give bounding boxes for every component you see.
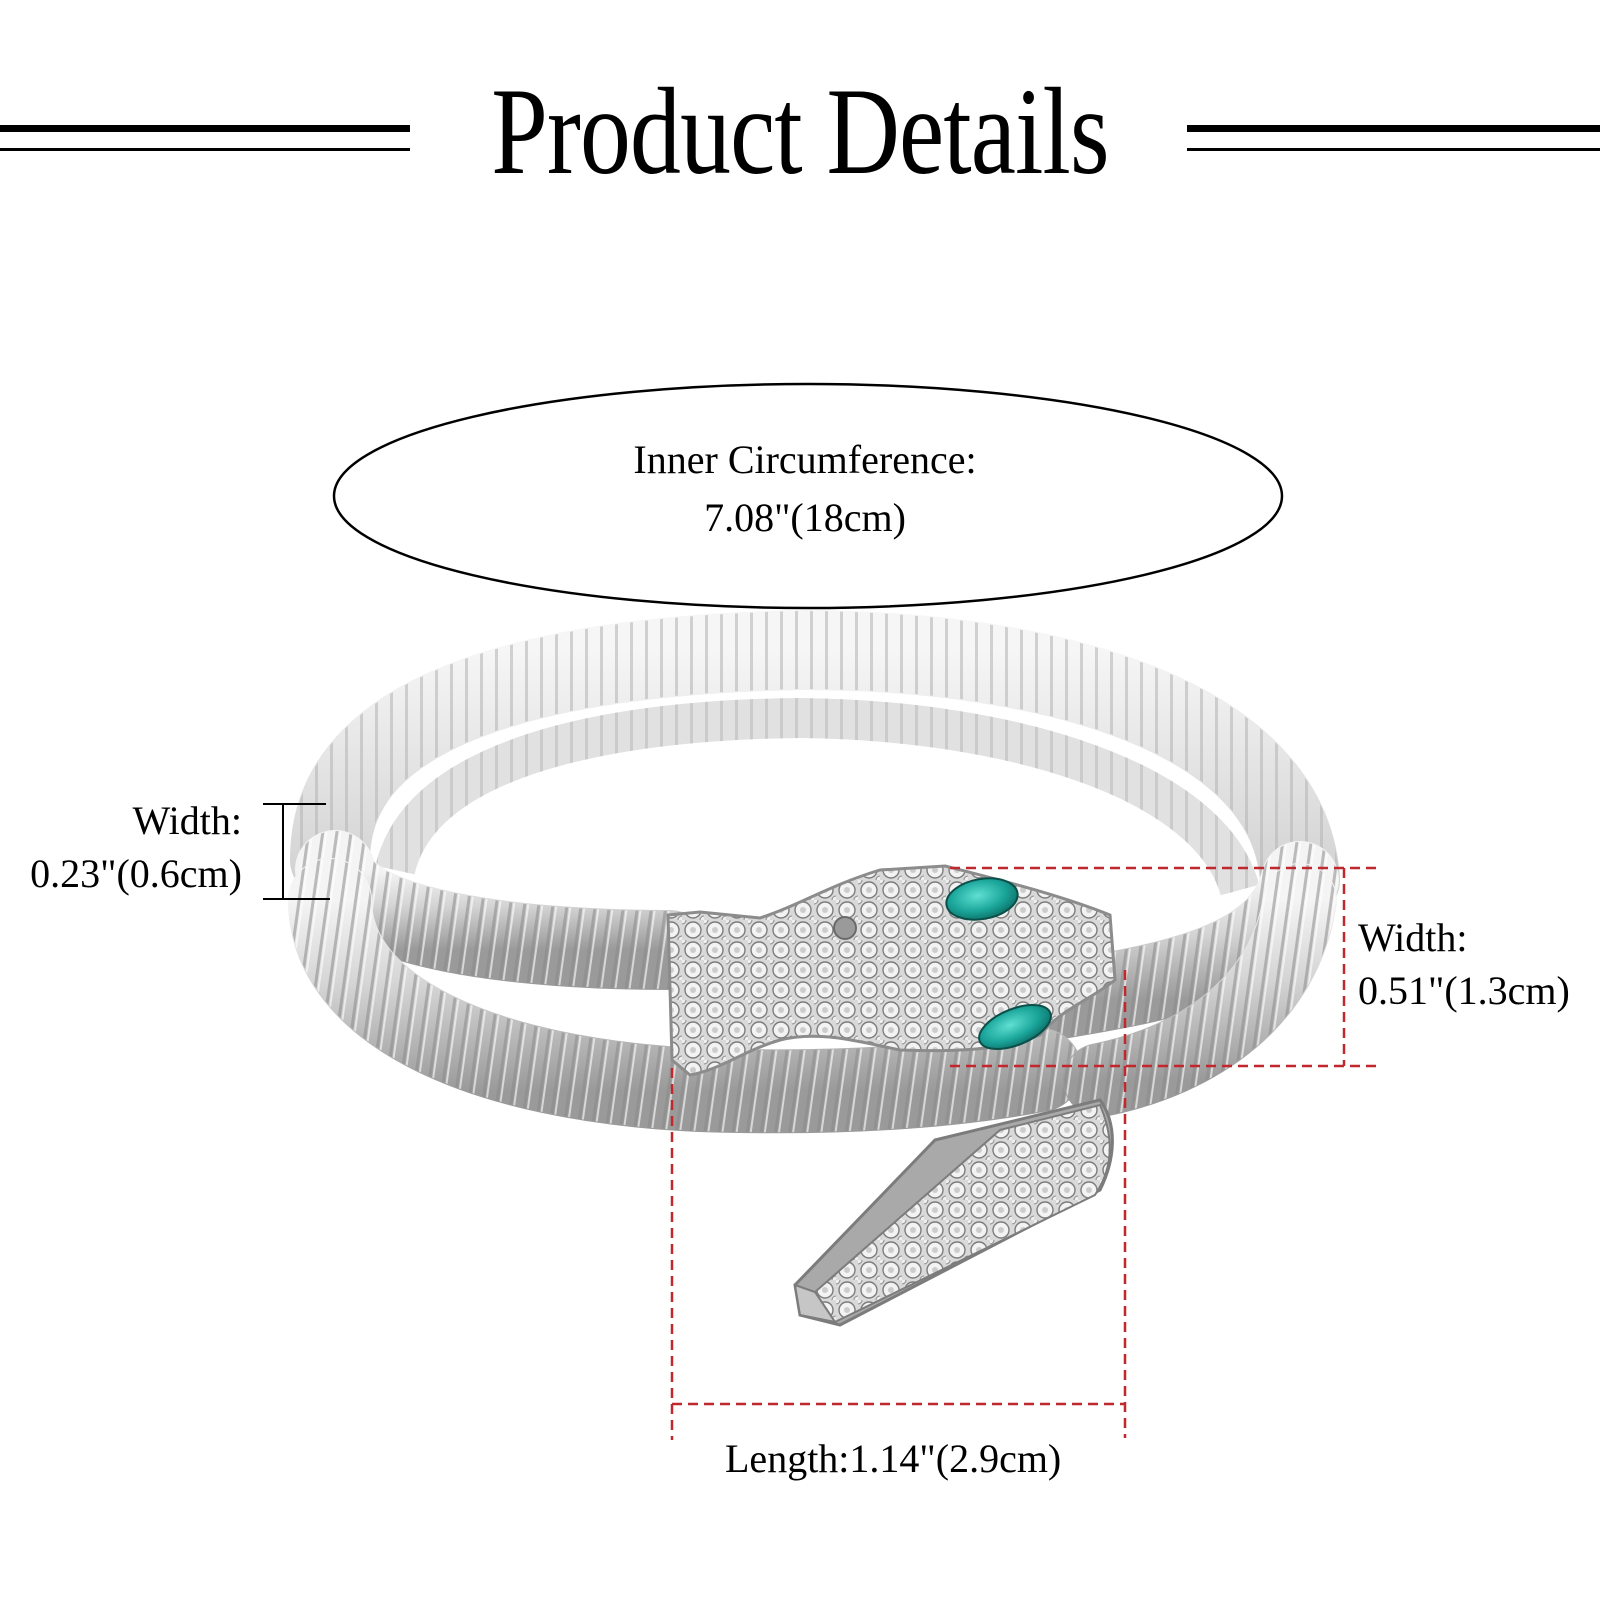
nostril-icon — [833, 916, 857, 940]
head-length-guides — [670, 970, 1127, 1440]
header-rule-right-thick — [1187, 125, 1600, 132]
snake-tail — [793, 1098, 1114, 1327]
circumference-value: 7.08"(18cm) — [704, 495, 906, 540]
eye-gem-lower — [978, 1004, 1052, 1050]
circumference-label: Inner Circumference: — [633, 437, 977, 482]
head-width-value: 0.51"(1.3cm) — [1358, 968, 1570, 1013]
circumference-oval — [332, 382, 1284, 610]
band-width-value: 0.23"(0.6cm) — [30, 851, 242, 896]
header-rule-right-thin — [1187, 148, 1600, 151]
snake-head — [666, 864, 1117, 1077]
header-rule-left-thick — [0, 125, 410, 132]
page-title: Product Details — [491, 63, 1109, 200]
band-width-label: Width: — [132, 798, 243, 843]
band-width-bracket — [263, 803, 330, 900]
bracelet-back-coil — [290, 609, 1340, 920]
head-width-label: Width: — [1358, 915, 1468, 960]
head-length-label: Length:1.14"(2.9cm) — [725, 1436, 1062, 1481]
head-width-guides — [950, 866, 1380, 1068]
eye-gem-upper — [945, 877, 1019, 921]
header-rule-left-thin — [0, 148, 410, 151]
